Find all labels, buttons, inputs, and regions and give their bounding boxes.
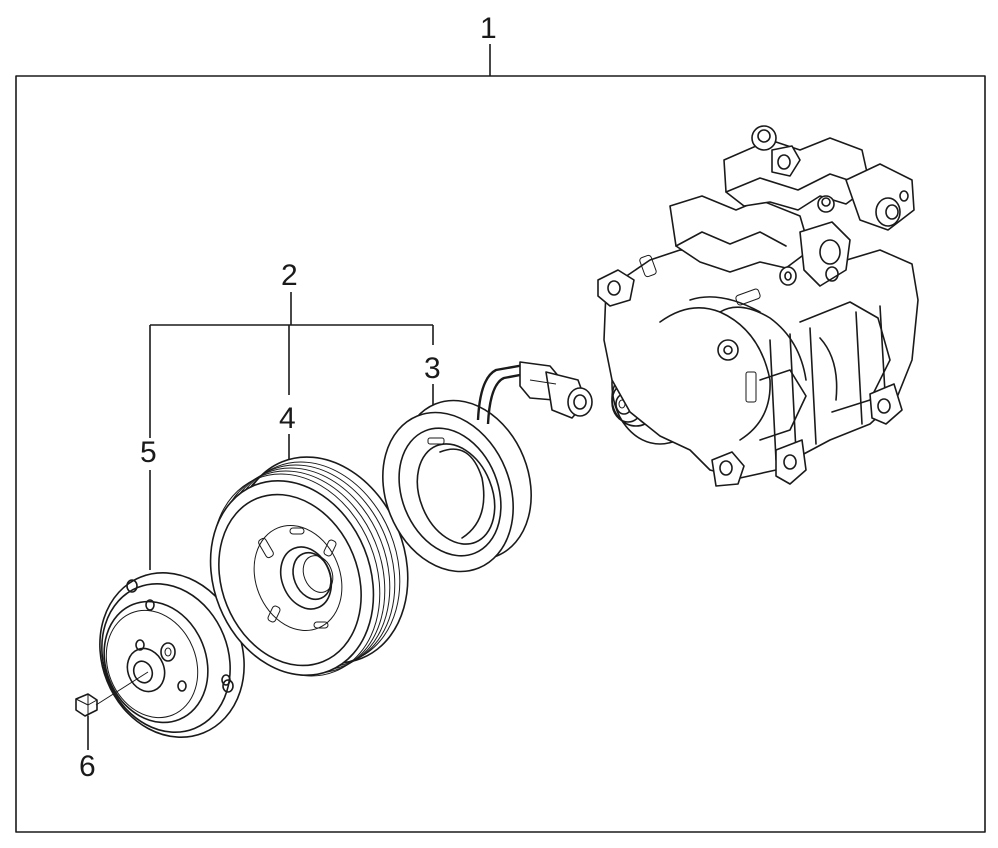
bolt-part [75,671,149,717]
pulley-part [209,456,409,677]
callout-6: 6 [79,750,96,783]
callout-2: 2 [281,259,298,292]
field-coil-part [382,361,593,573]
callout-4: 4 [279,402,296,435]
callout-5: 5 [140,436,157,469]
leader-2-bracket [149,292,434,438]
callout-1: 1 [480,12,497,45]
callout-3: 3 [424,352,441,385]
assembly-frame [15,75,986,833]
compressor-part [597,125,919,487]
